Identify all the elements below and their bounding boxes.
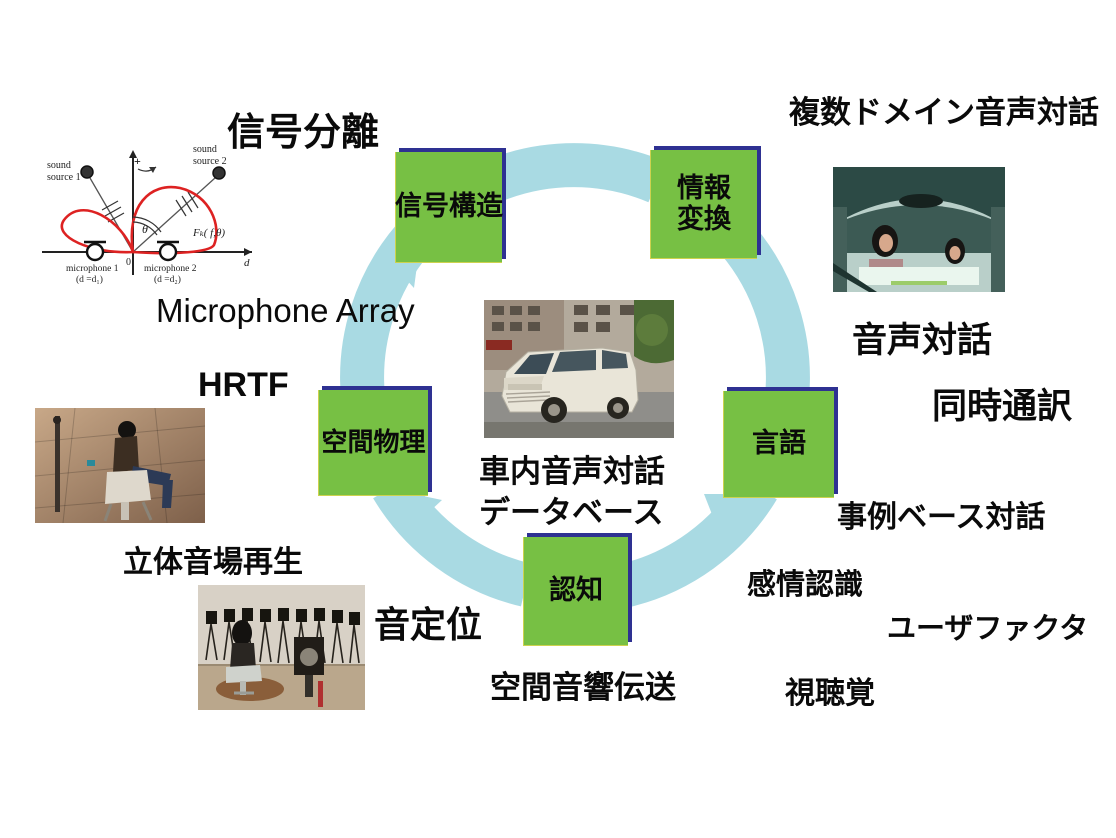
ring-arrow-lower-right [704,494,744,522]
node-cognition: 認知 [523,537,628,646]
label-hrtf: HRTF [198,366,289,404]
microphone-1-icon [85,242,105,262]
mic-array-diagram: sound source 1 sound source 2 + θ Fₖ( f,… [30,138,265,298]
x-axis-arrow [244,248,252,256]
node-label: 空間物理 [321,426,426,457]
axis-d-label: d [244,257,250,269]
label-audio-visual: 視聴覚 [785,677,875,710]
sound-source-2-label-b: source 2 [193,156,227,167]
sensor [87,460,95,466]
speaker-ring [205,608,360,664]
node-spatial-physics: 空間物理 [318,390,428,496]
node-label: 言語 [752,428,806,459]
car-pillar [833,263,877,292]
y-axis-arrow [129,150,137,158]
car-interior-photo [833,167,1005,292]
label-case-based-dialogue: 事例ベース対話 [837,501,1046,534]
theta-arc [132,221,158,236]
microphone-1-label: microphone 1 [66,264,119,274]
speaker-array-photo [198,585,365,710]
rearview-mirror [899,194,943,208]
sound-source-1-label-b: source 1 [47,172,81,183]
theta-label: θ [142,222,148,236]
beam-function-label: Fₖ( f,θ) [192,227,225,239]
van-body [501,347,639,423]
sound-source-2-icon [213,167,225,179]
origin-label: 0 [126,257,131,268]
node-label: 信号構造 [395,191,503,222]
node-information-conversion: 情報 変換 [650,150,757,259]
microphone-2-distance: (d =d₂) [154,274,181,285]
microphone-1-distance: (d =d₁) [76,274,103,285]
equipment-pole [55,416,60,512]
node-signal-structure: 信号構造 [395,152,503,263]
label-simultaneous-interpretation: 同時通訳 [932,387,1073,426]
sound-source-1-icon [81,166,93,178]
ring-arrow-lower-left [404,492,442,526]
anechoic-chamber-photo [35,408,205,523]
windshield-glare [859,267,979,285]
listener [226,620,262,695]
seated-person [103,421,173,522]
plus-label: + [134,154,141,168]
hatch-marks [101,191,199,223]
label-microphone-array: Microphone Array [156,292,415,329]
van-photo [484,300,674,438]
microphone-2-icon [158,242,178,262]
floor-mat [216,677,284,701]
center-caption-line1: 車内音声対話 [479,454,665,489]
label-spatial-acoustic-transmission: 空間音響伝送 [490,670,676,705]
label-multi-domain-dialogue: 複数ドメイン音声対話 [789,95,1099,130]
node-label: 情報 [677,172,731,203]
sound-source-2-label-a: sound [193,144,217,155]
ring-arc-upper-right [719,223,810,400]
node-language: 言語 [723,391,834,498]
microphone-2-label: microphone 2 [144,264,197,274]
van-windshield [514,353,554,374]
label-sound-field-reproduction: 立体音場再生 [123,546,303,579]
label-user-factor: ユーザファクタ [887,613,1089,645]
node-label: 認知 [549,575,603,606]
plus-arrowhead [149,167,156,173]
node-label: 変換 [677,204,731,234]
center-caption-line2: データベース [479,495,664,531]
label-signal-separation: 信号分離 [227,112,380,154]
center-caption: 車内音声対話 データベース [479,451,665,533]
building-windows [492,305,634,332]
label-sound-localization: 音定位 [374,604,483,645]
building-sign [486,340,512,350]
source2-line [132,177,216,253]
foreground-speaker [294,637,324,707]
ring-arc-top [482,143,666,203]
sound-source-1-label-a: sound [47,160,71,171]
theta-arc-outer [132,216,162,233]
label-speech-dialogue: 音声対話 [852,321,993,360]
label-emotion-recognition: 感情認識 [747,569,864,601]
